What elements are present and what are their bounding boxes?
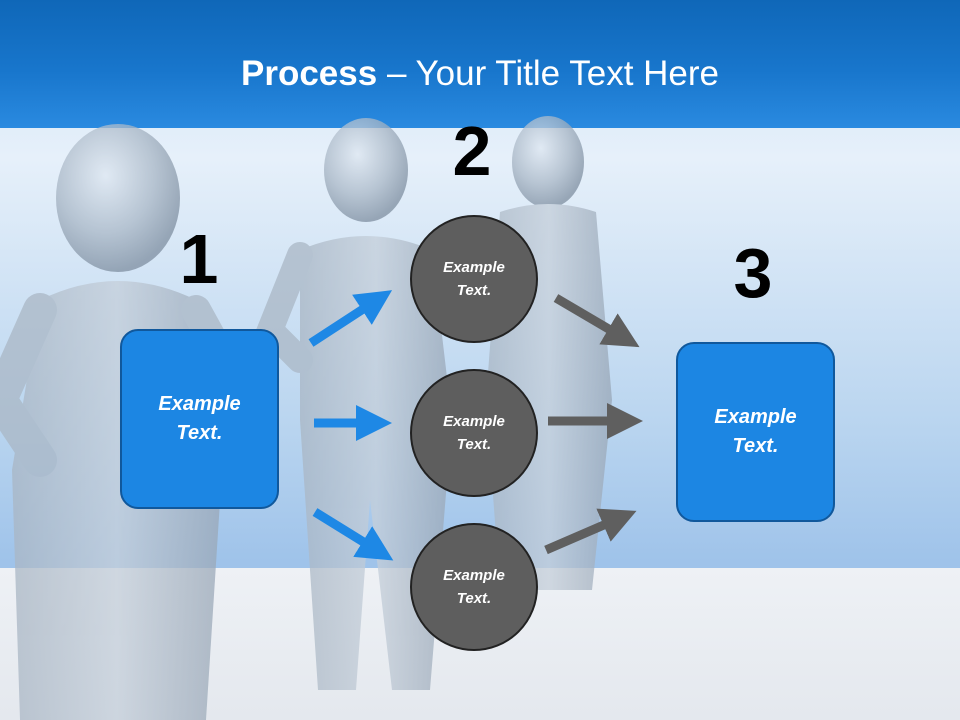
title-bar	[0, 0, 960, 128]
step-3-text: Example Text.	[714, 406, 797, 457]
title-bold: Process	[241, 54, 378, 93]
step-2-circle-middle: Example Text.	[410, 369, 538, 497]
step-3-box: Example Text.	[676, 342, 835, 522]
arrow-to-circle-top	[308, 290, 393, 347]
step-2-circle-top: Example Text.	[410, 215, 538, 343]
circle-top-text: Example Text.	[443, 259, 505, 299]
title-rest: – Your Title Text Here	[377, 54, 719, 93]
step-2-number: 2	[452, 112, 492, 190]
step-1-box: Example Text.	[120, 329, 279, 509]
step-3-number: 3	[733, 234, 773, 312]
step-1-number: 1	[179, 220, 219, 298]
arrow-from-circle-top	[553, 294, 640, 348]
circle-middle-text: Example Text.	[443, 413, 505, 453]
circle-bottom-text: Example Text.	[443, 567, 505, 607]
arrow-from-circle-bottom	[544, 508, 637, 555]
step-1-text: Example Text.	[158, 393, 241, 444]
step-2-circle-bottom: Example Text.	[410, 523, 538, 651]
arrow-to-circle-bottom	[312, 508, 394, 561]
slide-title: Process – Your Title Text Here	[0, 52, 960, 96]
